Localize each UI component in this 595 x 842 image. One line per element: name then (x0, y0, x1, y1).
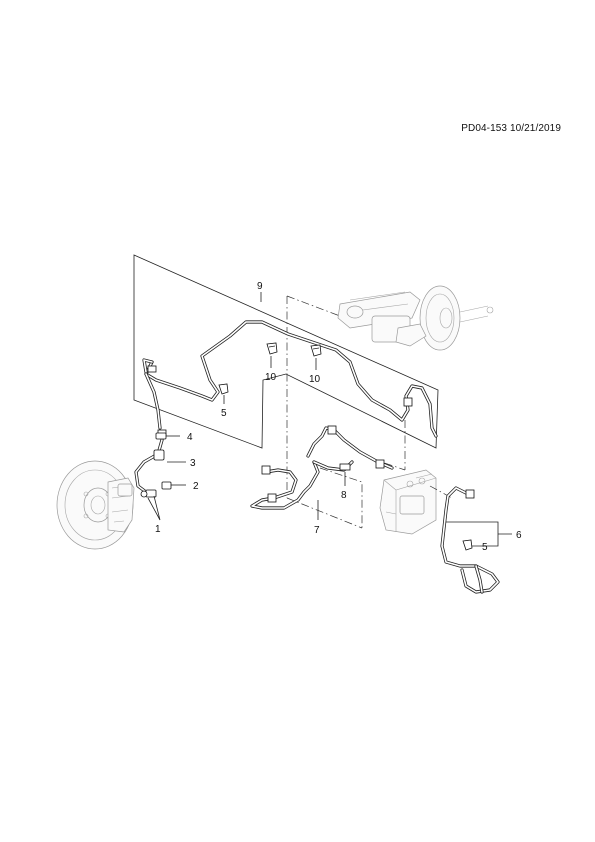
brake-pipe-assembly-6 (440, 486, 500, 594)
brake-pipe-7 (250, 460, 320, 510)
leader-lines (147, 292, 512, 547)
callout-10a: 10 (265, 372, 277, 383)
callout-6: 6 (516, 530, 522, 541)
callout-8: 8 (341, 490, 347, 501)
diagram-reference-code: PD04-153 10/21/2019 (461, 123, 561, 134)
callout-1: 1 (155, 524, 161, 535)
brake-disc-assembly-ghost (56, 460, 135, 550)
pipe-clip-10a (266, 342, 278, 355)
pipe-clip-10b (310, 344, 322, 357)
callout-4: 4 (187, 432, 193, 443)
callout-5a: 5 (221, 408, 227, 419)
pipe-clip-5a (218, 383, 229, 395)
callout-5b: 5 (482, 542, 488, 553)
pipe-fittings (147, 365, 475, 503)
callout-2: 2 (193, 481, 199, 492)
brake-pipe-9 (142, 320, 438, 438)
callout-3: 3 (190, 458, 196, 469)
retaining-clip-4 (155, 432, 180, 440)
pipe-clip-5b (462, 539, 473, 551)
brake-hose-3 (134, 438, 165, 494)
callout-7: 7 (314, 525, 320, 536)
abs-modulator-ghost (379, 469, 437, 535)
banjo-bolt-1 (140, 489, 157, 498)
callout-9: 9 (257, 281, 263, 292)
pipe-group-frame (133, 254, 439, 449)
bleeder-fitting-2 (161, 481, 186, 490)
master-cylinder-booster-ghost (337, 285, 494, 351)
callout-10b: 10 (309, 374, 321, 385)
